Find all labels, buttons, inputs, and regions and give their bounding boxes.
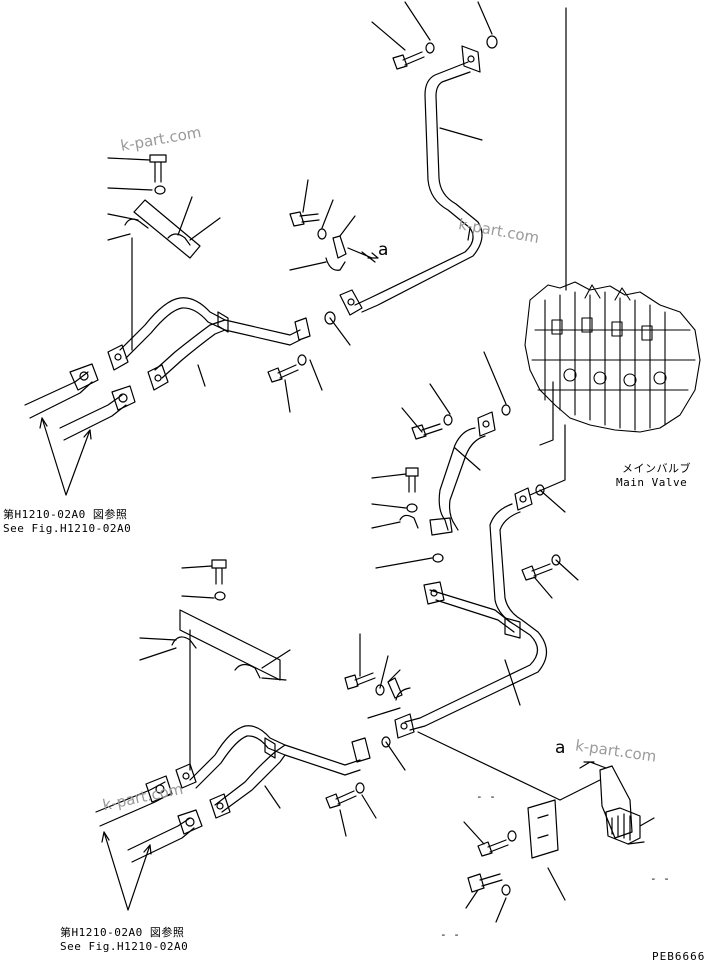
- bolt-icon: [399, 467, 444, 563]
- bolt-icon: [392, 42, 435, 70]
- mid-pipe: [429, 404, 511, 536]
- bolt-icon: [467, 873, 511, 896]
- figure-code: PEB6666: [652, 950, 706, 963]
- figure-reference-jp: 第H1210-02A0 図参照: [60, 926, 185, 939]
- figure-reference-en: See Fig.H1210-02A0: [3, 522, 132, 535]
- left-lower-pipes: [95, 725, 371, 863]
- view-label-a: a: [555, 738, 566, 758]
- bracket-icon: [171, 559, 281, 681]
- part-number-placeholder: - -: [476, 790, 496, 803]
- bolt-icon: [521, 554, 561, 581]
- lower-right-pipe: [394, 484, 548, 739]
- upper-pipe: [324, 35, 498, 325]
- main-valve-drawing: [524, 281, 701, 433]
- bolt-icon: [411, 414, 453, 440]
- part-number-placeholder: - -: [440, 928, 460, 941]
- bolt-icon: [325, 782, 365, 809]
- bracket-icon: [527, 765, 641, 859]
- figure-reference-jp: 第H1210-02A0 図参照: [3, 508, 128, 521]
- main-valve-label-en: Main Valve: [616, 476, 688, 489]
- main-valve-label-jp: メインバルブ: [622, 462, 691, 475]
- left-upper-pipes: [24, 297, 311, 441]
- clamp-icon: [289, 211, 347, 271]
- part-number-placeholder: - -: [650, 872, 670, 885]
- clamp-icon: [344, 672, 411, 701]
- bolt-icon: [477, 830, 517, 857]
- view-label-a: a: [378, 240, 389, 260]
- bolt-icon: [267, 354, 307, 383]
- figure-reference-en: See Fig.H1210-02A0: [60, 940, 189, 953]
